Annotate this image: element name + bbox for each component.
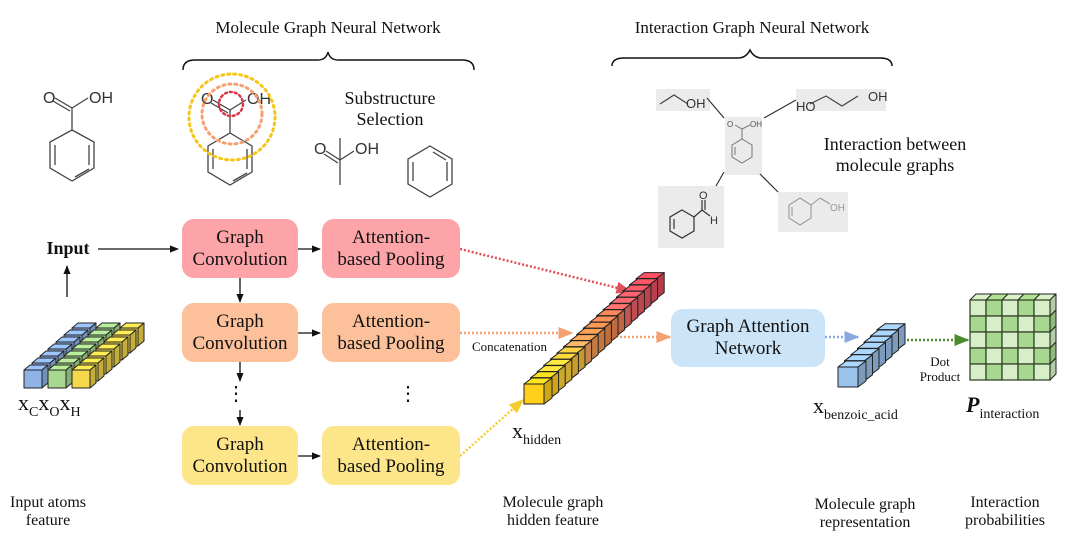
edge-benzyl [759,173,779,193]
substructure-circle-orange [200,82,264,146]
substructure-circle-red [217,90,245,118]
benzoic-acid-molecule-input [49,97,95,182]
matrix-cell [985,347,1003,365]
atom-cube-c [23,364,49,389]
matrix-cell [1001,347,1019,365]
edge-glycol [763,99,797,119]
atom-label-o: xO [38,390,60,420]
benzyl-OH: OH [830,203,845,214]
graph-convolution-3[interactable]: Graph Convolution [182,426,298,485]
interaction-gnn-title: Interaction Graph Neural Network [634,18,870,37]
molecule-gnn-title: Molecule Graph Neural Network [215,18,441,37]
atom-cube-h [71,364,97,389]
hidden-feature-vector [523,272,665,405]
matrix-cell [1017,299,1035,317]
p-interaction-label: Pinteraction [966,392,1040,422]
bottom-label-hidden-feature: Molecule graph hidden feature [502,494,604,530]
atom-cube-o [47,364,73,389]
benzyl-alcohol-bg [778,192,848,232]
arrow-pool1-to-hidden [459,247,632,294]
bottom-label-representation: Molecule graph representation [814,496,916,532]
matrix-cell [1017,331,1035,349]
benzaldehyde-H: H [710,215,718,227]
input-mol-OH: OH [89,90,113,107]
benzoic-cube [837,360,867,388]
glycol-OH: OH [868,89,888,104]
matrix-cell [985,315,1003,333]
interaction-gnn-brace [611,48,893,67]
matrix-cell [1001,299,1019,317]
benzaldehyde-O: O [699,190,708,202]
ellipsis-conv: ⋮ [226,383,246,405]
ellipsis-pool: ⋮ [398,383,418,405]
benzoic-acid-vector [837,323,906,388]
matrix-cell [1033,363,1051,381]
input-mol-O: O [43,90,55,107]
matrix-cell [969,331,987,349]
matrix-cell [969,299,987,317]
interaction-probability-matrix [969,293,1057,381]
ethylene-glycol-bg [796,89,886,111]
matrix-cell [969,315,987,333]
substructure-selection-label: Substructure Selection [344,88,436,129]
acetic-O: O [314,141,326,158]
benzene-substructure [407,145,453,198]
bottom-label-probabilities: Interaction probabilities [965,494,1045,530]
atom-label-h: xH [59,390,81,420]
input-atom-feature-cubes [23,322,145,389]
ethanol-OH: OH [686,96,706,111]
concatenation-label: Concatenation [471,339,548,354]
glycol-HO: HO [796,99,816,114]
matrix-cell [985,363,1003,381]
matrix-cell [985,299,1003,317]
x-hidden-label: xhidden [512,418,562,448]
ethanol-bg [656,89,710,111]
matrix-cell [969,363,987,381]
graph-convolution-1[interactable]: Graph Convolution [182,219,298,278]
attention-pooling-3[interactable]: Attention- based Pooling [322,426,460,485]
benzaldehyde-bg [658,186,724,248]
x-benzoic-acid-label: xbenzoic_acid [813,393,898,423]
interaction-graph: OH HO OH O OH O H [656,89,888,248]
attention-pooling-2[interactable]: Attention- based Pooling [322,303,460,362]
matrix-cell [1033,299,1051,317]
graph-attention-network[interactable]: Graph Attention Network [671,309,825,367]
acetic-OH: OH [355,141,379,158]
input-label: Input [46,238,90,258]
matrix-cell [1033,347,1051,365]
hidden-cube [576,327,606,355]
matrix-cell [1017,315,1035,333]
atom-label-c: xC [18,390,39,420]
center-O: O [727,120,733,129]
hidden-cube [523,377,553,405]
attention-pooling-1[interactable]: Attention- based Pooling [322,219,460,278]
matrix-cell [1033,315,1051,333]
dot-product-label: Dot Product [919,354,961,384]
molecule-gnn-brace [182,51,475,71]
matrix-cell [1001,315,1019,333]
matrix-cell [985,331,1003,349]
edge-benzaldehyde [715,171,725,187]
matrix-cell [1017,363,1035,381]
matrix-cell [1001,331,1019,349]
bottom-label-input-atoms: Input atoms feature [10,494,86,530]
substructure-circle-yellow [187,72,277,162]
matrix-cell [1033,331,1051,349]
matrix-cell [1017,347,1035,365]
acetic-acid-substructure [323,138,355,185]
interaction-between-label: Interaction between molecule graphs [823,134,967,175]
matrix-cell [1001,363,1019,381]
edge-ethanol [706,97,725,119]
center-OH: OH [750,120,762,129]
graph-convolution-2[interactable]: Graph Convolution [182,303,298,362]
center-benzoic-bg [725,117,762,175]
matrix-cell [969,347,987,365]
atom-feature-labels: xCxOxH [18,390,108,421]
